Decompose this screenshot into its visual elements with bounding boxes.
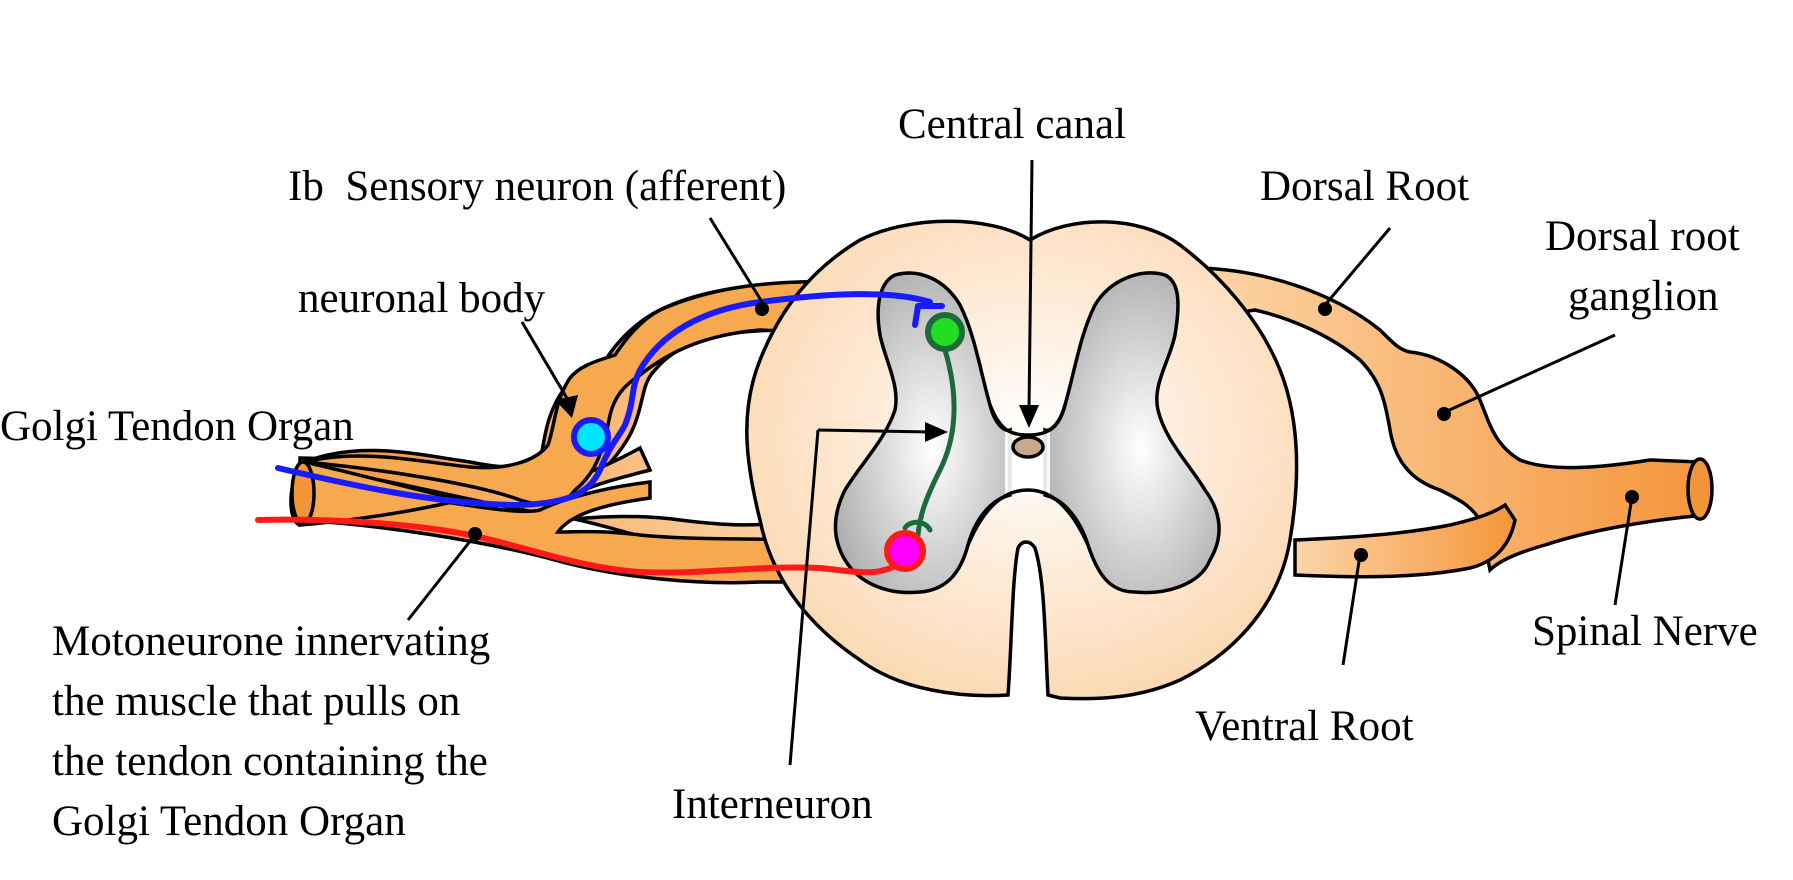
grey-matter-right (1043, 271, 1221, 595)
interneuron-body (925, 312, 965, 352)
interneuron-label: Interneuron (672, 781, 873, 828)
motoneurone-label-line1: Motoneurone innervating (52, 618, 490, 665)
ventral-fissure (966, 488, 1090, 546)
central-canal-label: Central canal (898, 101, 1126, 148)
motoneurone-label-line3: the tendon containing the (52, 738, 488, 785)
neuronal-body (571, 417, 611, 457)
central-canal (1011, 435, 1045, 459)
right-ventral-root (1293, 502, 1517, 579)
ib-sensory-terminal (912, 303, 945, 328)
ib-sensory-neuron (275, 291, 933, 509)
right-dorsal-root (1198, 266, 1707, 574)
dorsal-root-ganglion-label-line2: ganglion (1568, 273, 1718, 320)
spinal-nerve-label: Spinal Nerve (1532, 608, 1758, 655)
motoneuron-axon (255, 516, 908, 576)
ventral-root-label: Ventral Root (1195, 703, 1414, 750)
ib-sensory-neuron-label: Ib Sensory neuron (afferent) (288, 163, 786, 210)
motoneurone-label-line2: the muscle that pulls on (52, 678, 460, 725)
golgi-tendon-organ-label: Golgi Tendon Organ (0, 403, 354, 450)
right-nerve-end (1686, 457, 1714, 521)
motoneuron-body (884, 530, 926, 572)
dorsal-root-label: Dorsal Root (1260, 163, 1469, 210)
interneuron-terminal (902, 519, 933, 533)
dorsal-root-ganglion-label-line1: Dorsal root (1545, 213, 1740, 260)
interneuron-axon (915, 347, 957, 538)
grey-commissure-outline (988, 404, 1067, 437)
neuronal-body-label: neuronal body (298, 275, 546, 322)
motoneurone-label-line4: Golgi Tendon Organ (52, 798, 406, 845)
leader-lines (406, 159, 1639, 766)
